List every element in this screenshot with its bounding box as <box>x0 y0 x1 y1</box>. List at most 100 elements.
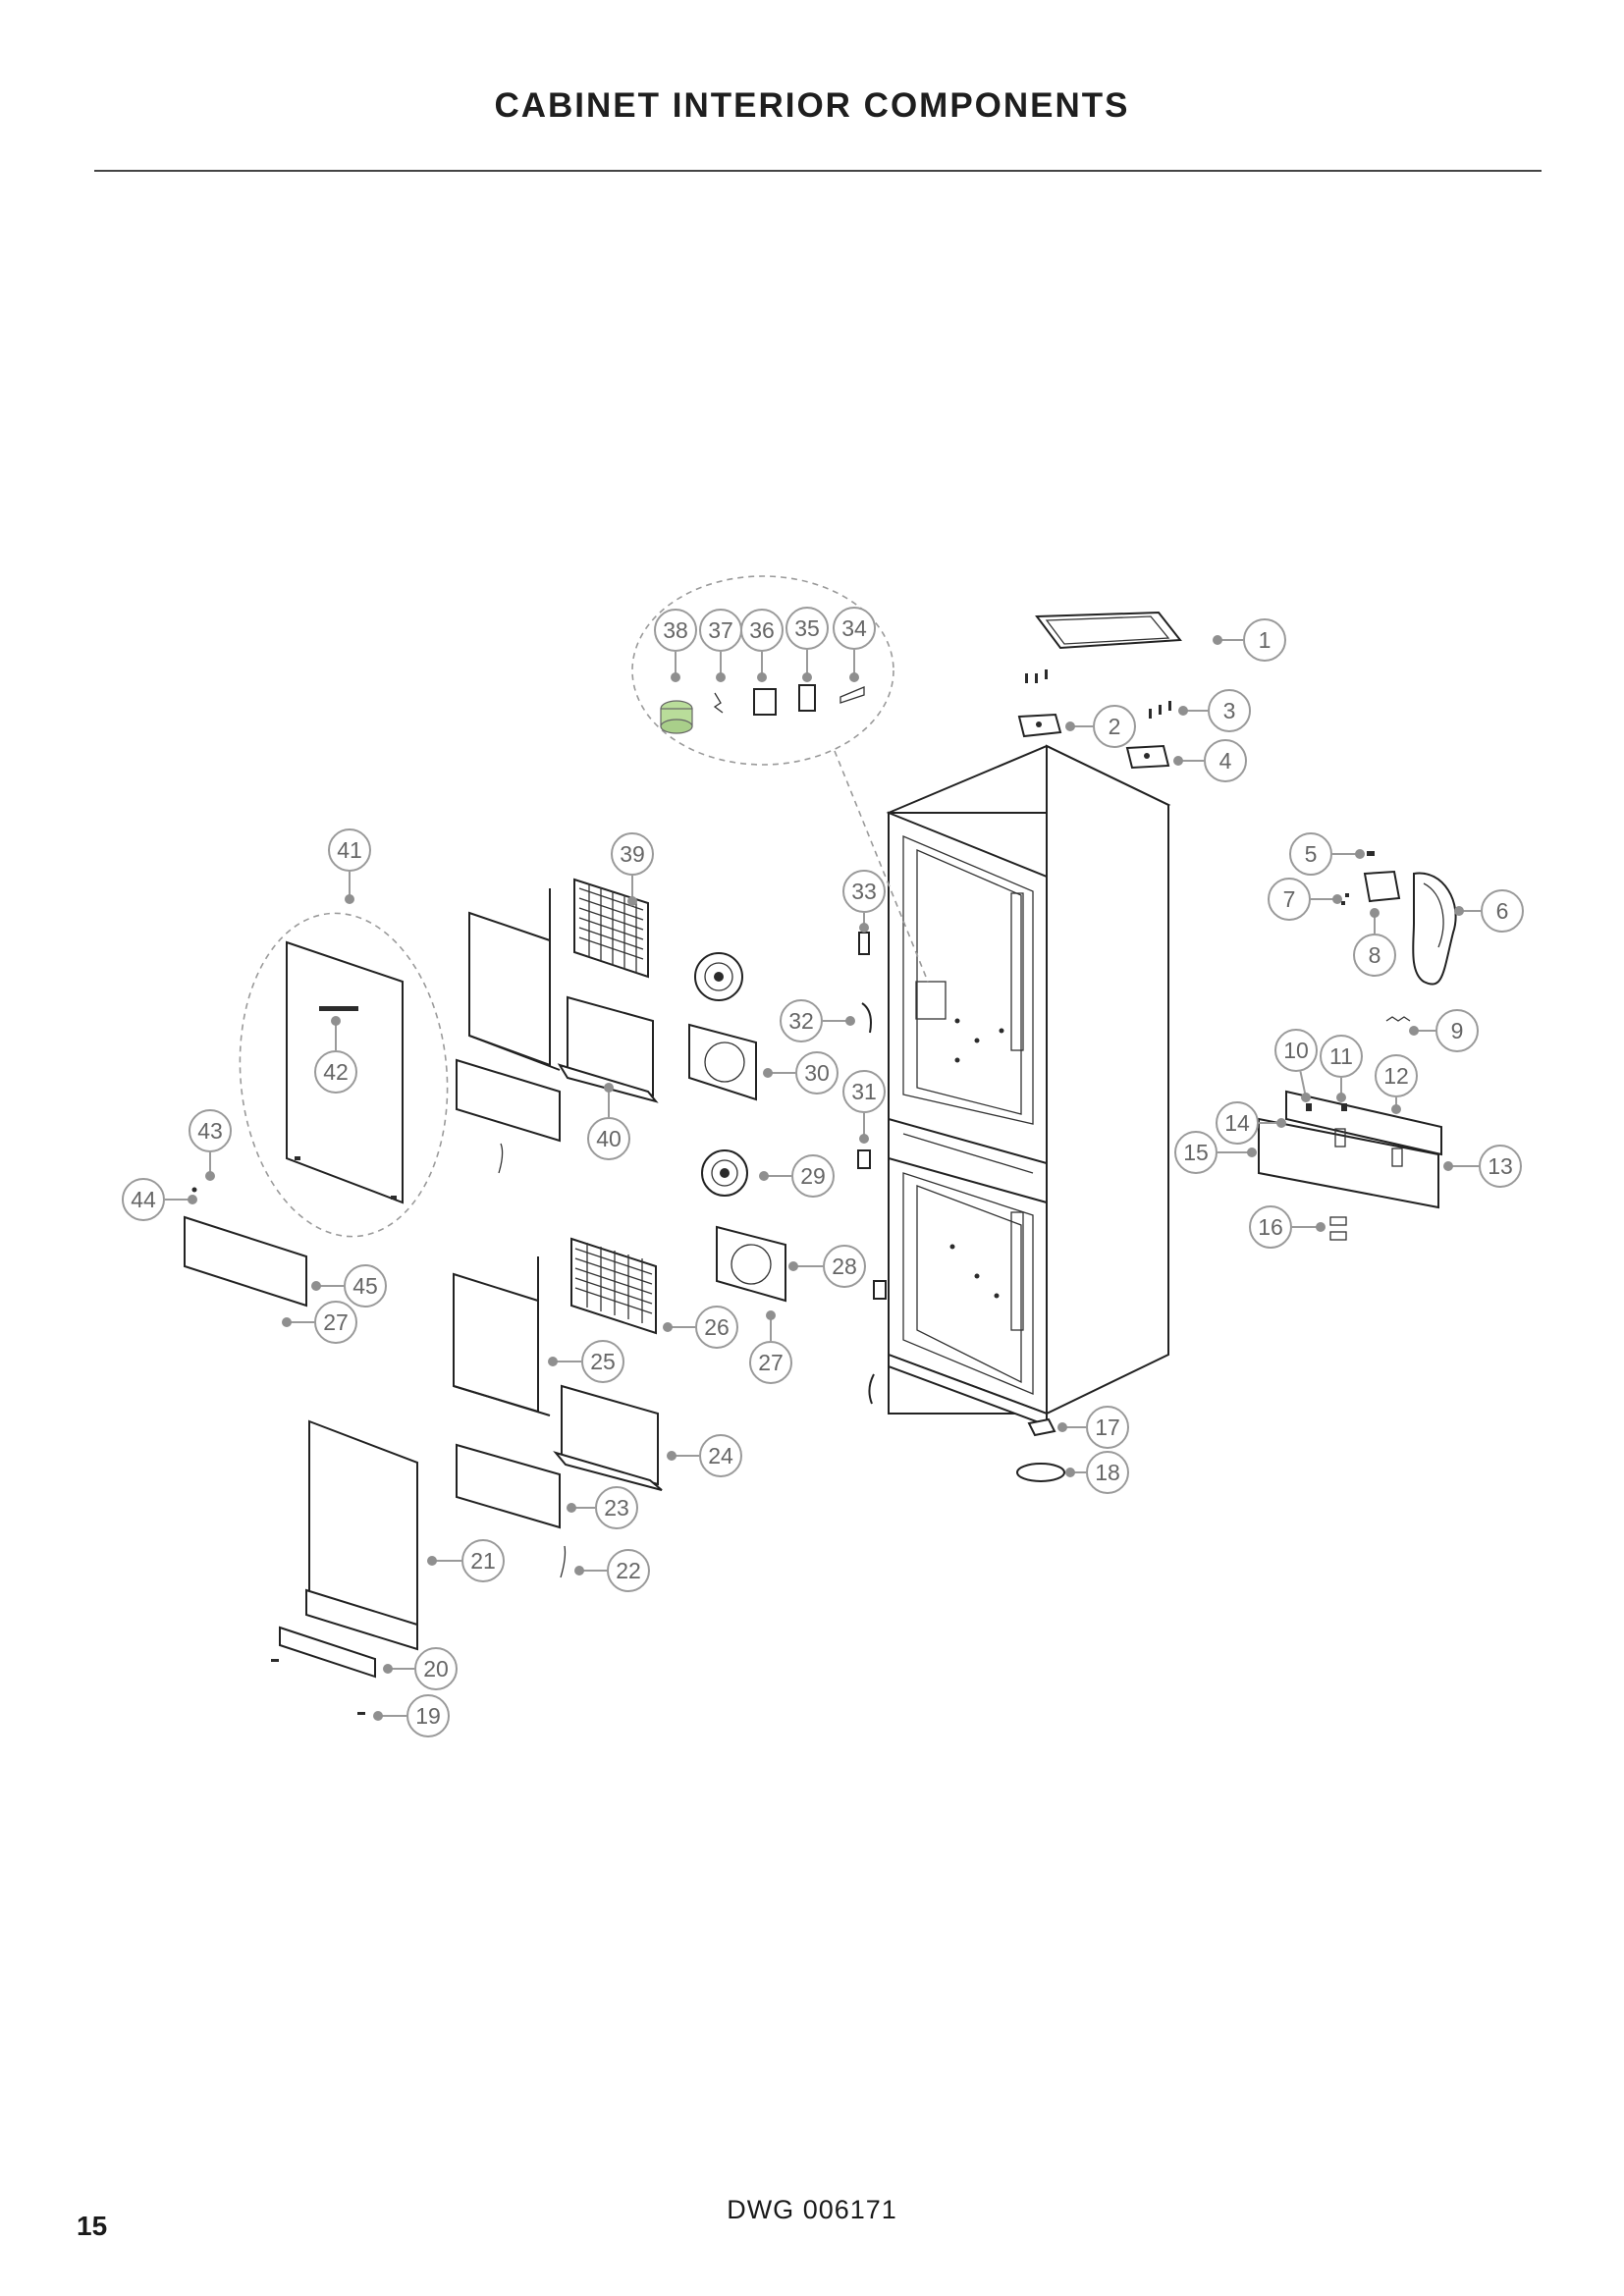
callout-bubble <box>1086 1406 1129 1449</box>
callout-number: 26 <box>704 1314 730 1340</box>
callout-4: 4 <box>1173 739 1247 782</box>
callout-number: 30 <box>804 1060 830 1086</box>
callout-30: 30 <box>763 1051 839 1095</box>
callout-number: 23 <box>604 1495 629 1521</box>
callout-15: 15 <box>1174 1131 1257 1174</box>
callout-2: 2 <box>1065 705 1136 748</box>
leader-dot <box>1355 849 1365 859</box>
leader-dot <box>1065 1468 1075 1477</box>
page-title: CABINET INTERIOR COMPONENTS <box>494 86 1130 125</box>
leader-dot <box>788 1261 798 1271</box>
callout-33: 33 <box>842 870 886 933</box>
callout-bubble <box>461 1539 505 1582</box>
callout-bubble <box>780 999 823 1042</box>
callout-37: 37 <box>699 609 742 682</box>
leader-dot <box>331 1016 341 1026</box>
callout-number: 31 <box>851 1079 877 1104</box>
callout-number: 14 <box>1224 1110 1250 1136</box>
callout-number: 27 <box>758 1350 784 1375</box>
callout-bubble <box>795 1051 839 1095</box>
callout-20: 20 <box>383 1647 458 1690</box>
leader-dot <box>1454 906 1464 916</box>
callout-23: 23 <box>567 1486 638 1529</box>
callout-bubble <box>654 609 697 652</box>
callout-number: 40 <box>596 1126 622 1151</box>
callout-bubble <box>1174 1131 1218 1174</box>
callout-number: 11 <box>1329 1043 1353 1069</box>
callout-41: 41 <box>328 828 371 904</box>
callout-bubble <box>699 609 742 652</box>
leader-dot <box>802 672 812 682</box>
callout-31: 31 <box>842 1070 886 1144</box>
leader-dot <box>548 1357 558 1366</box>
callout-17: 17 <box>1057 1406 1129 1449</box>
leader-dot <box>1173 756 1183 766</box>
drawing-number: DWG 006171 <box>727 2195 897 2224</box>
leader-dot <box>627 896 637 906</box>
callout-bubble <box>1249 1205 1292 1249</box>
callout-number: 29 <box>800 1163 826 1189</box>
callout-18: 18 <box>1065 1451 1129 1494</box>
callout-bubble <box>1479 1145 1522 1188</box>
callout-number: 25 <box>590 1349 616 1374</box>
part-fan-upper <box>694 952 743 1001</box>
part-6-housing <box>1412 872 1457 986</box>
leader-dot <box>667 1451 677 1461</box>
callout-bubble <box>1320 1035 1363 1078</box>
callout-bubble <box>699 1434 742 1477</box>
callout-number: 16 <box>1258 1214 1283 1240</box>
callout-number: 24 <box>708 1443 733 1468</box>
callout-21: 21 <box>427 1539 505 1582</box>
callout-27b: 27 <box>749 1310 792 1384</box>
callout-35: 35 <box>785 607 829 682</box>
leader-dot <box>759 1171 769 1181</box>
leader-dot <box>1057 1422 1067 1432</box>
callout-19: 19 <box>373 1694 450 1737</box>
callout-bubble <box>314 1301 357 1344</box>
callout-14: 14 <box>1216 1101 1286 1145</box>
callout-number: 33 <box>851 879 877 904</box>
leader-dot <box>766 1310 776 1320</box>
callout-bubble <box>611 832 654 876</box>
callout-44: 44 <box>122 1178 197 1221</box>
callout-bubble <box>1216 1101 1259 1145</box>
callout-bubble <box>595 1486 638 1529</box>
leader-dot <box>311 1281 321 1291</box>
leader-dot <box>1276 1118 1286 1128</box>
part-38-filter <box>660 700 693 734</box>
callout-bubble <box>328 828 371 872</box>
callout-number: 15 <box>1183 1140 1209 1165</box>
leader-dot <box>663 1322 673 1332</box>
callout-bubble <box>587 1117 630 1160</box>
callout-number: 22 <box>616 1558 641 1583</box>
leader-dot <box>282 1317 292 1327</box>
leader-dot <box>205 1171 215 1181</box>
callout-bubble <box>1481 889 1524 933</box>
callout-39: 39 <box>611 832 654 906</box>
callout-bubble <box>122 1178 165 1221</box>
callout-25: 25 <box>548 1340 624 1383</box>
callout-bubble <box>1274 1029 1318 1072</box>
leader-dot <box>1370 908 1380 918</box>
callout-26: 26 <box>663 1306 738 1349</box>
leader-dot <box>845 1016 855 1026</box>
callout-number: 45 <box>352 1273 378 1299</box>
leader-dot <box>1336 1093 1346 1102</box>
callout-bubble <box>607 1549 650 1592</box>
callout-24: 24 <box>667 1434 742 1477</box>
callout-bubble <box>1268 878 1311 921</box>
callout-bubble <box>695 1306 738 1349</box>
callout-bubble <box>791 1154 835 1198</box>
callout-bubble <box>189 1109 232 1152</box>
leader-dot <box>671 672 680 682</box>
callout-number: 19 <box>415 1703 441 1729</box>
part-30-fan-housing <box>688 1023 757 1101</box>
callout-bubble <box>1208 689 1251 732</box>
callout-number: 41 <box>337 837 362 863</box>
leader-dot <box>567 1503 576 1513</box>
callout-bubble <box>842 1070 886 1113</box>
screws-top <box>1025 669 1171 719</box>
leader-dot <box>574 1566 584 1575</box>
callout-27a: 27 <box>282 1301 357 1344</box>
callout-number: 2 <box>1109 714 1121 739</box>
